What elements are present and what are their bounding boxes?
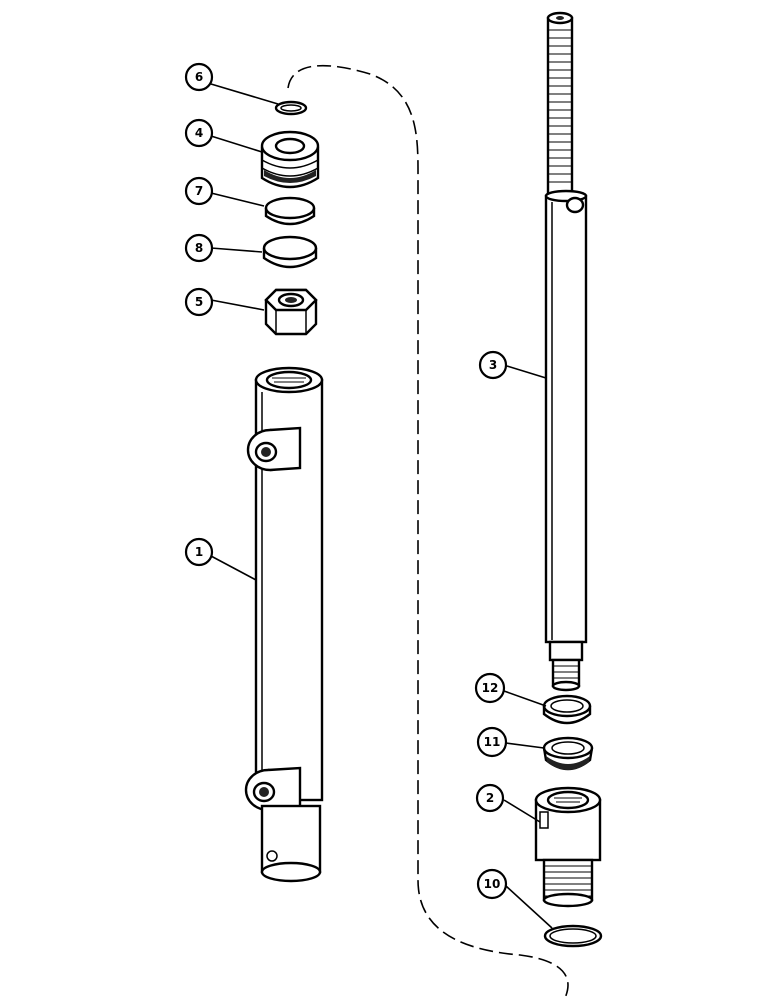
callout-5-label: 5 [195,295,203,309]
callout-4: 4 [184,118,214,148]
callout-11-label: 11 [484,735,501,749]
part-10-o-ring [543,924,603,948]
callout-12-label: 12 [482,681,499,695]
callout-4-label: 4 [195,126,203,140]
callout-5: 5 [184,287,214,317]
callout-2: 2 [475,783,505,813]
callout-10-label: 10 [484,877,501,891]
callout-1-label: 1 [195,545,203,559]
callout-2-label: 2 [486,791,494,805]
assembly-dashed-path [287,64,569,999]
callout-6: 6 [184,62,214,92]
callout-7-label: 7 [195,184,203,198]
part-12-seal [542,694,592,725]
callout-8: 8 [184,233,214,263]
part-5-hex-nut [264,288,318,336]
part-7-ring [264,196,316,226]
callout-3-label: 3 [489,358,497,372]
callout-8-label: 8 [195,241,203,255]
callout-12: 12 [474,672,506,704]
part-1-cylinder-barrel [244,366,324,883]
callout-6-label: 6 [195,70,203,84]
part-3-piston-rod [544,11,588,692]
part-8-ring [262,235,318,269]
leader-lines [210,83,553,929]
part-11-wiper [542,736,594,771]
callout-7: 7 [184,176,214,206]
part-2-end-cap [534,786,602,908]
callout-10: 10 [476,868,508,900]
callout-3: 3 [478,350,508,380]
callout-11: 11 [476,726,508,758]
part-6-o-ring [274,100,308,116]
part-4-gland [260,130,320,189]
callout-1: 1 [184,537,214,567]
